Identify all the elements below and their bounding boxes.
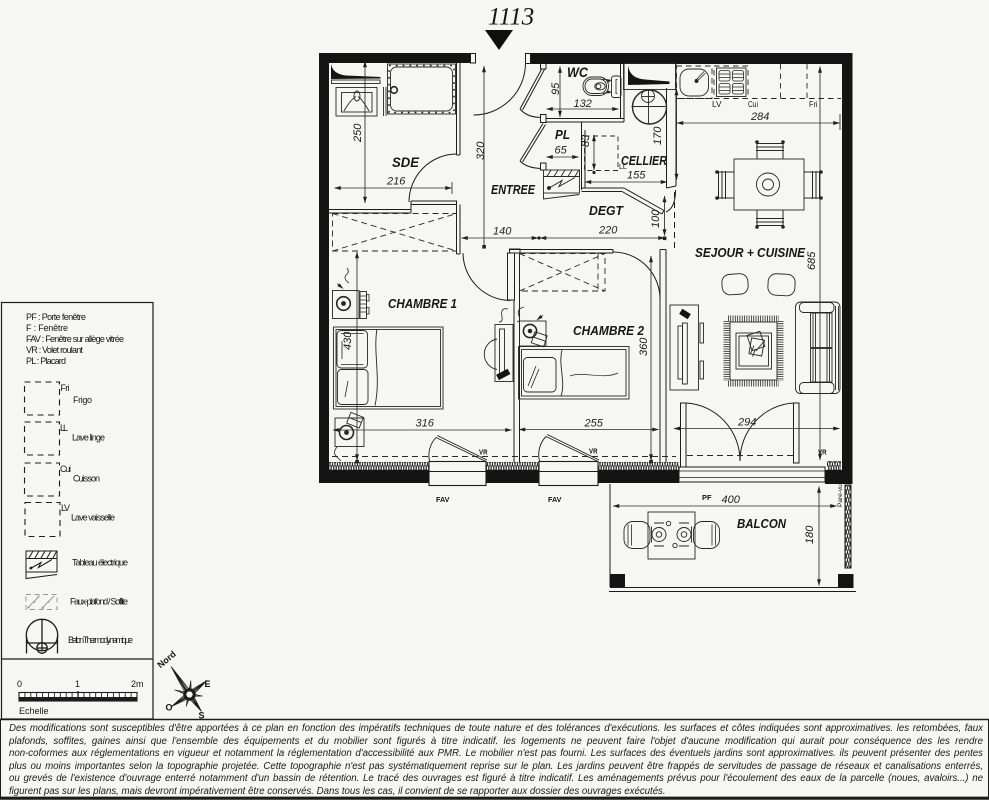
svg-text:FAV : Fenêtre sur allège vitré: FAV : Fenêtre sur allège vitrée [26, 334, 124, 344]
svg-text:220: 220 [598, 225, 618, 237]
svg-text:132: 132 [574, 98, 592, 110]
svg-text:VR: VR [589, 447, 598, 456]
svg-text:VR : Volet roulant: VR : Volet roulant [26, 345, 83, 355]
svg-text:Cui: Cui [748, 99, 758, 109]
svg-text:Lave vaisselle: Lave vaisselle [71, 513, 115, 523]
svg-text:E: E [205, 679, 211, 689]
svg-text:CHAMBRE 2: CHAMBRE 2 [573, 323, 645, 338]
svg-text:PL : Placard: PL : Placard [26, 356, 66, 366]
svg-text:VR: VR [818, 448, 827, 457]
svg-text:1: 1 [75, 679, 80, 689]
svg-text:Pare-vue: Pare-vue [837, 480, 844, 507]
svg-text:430: 430 [342, 331, 354, 350]
svg-text:SDE: SDE [392, 154, 420, 170]
svg-text:255: 255 [584, 418, 604, 430]
svg-text:CHAMBRE 1: CHAMBRE 1 [388, 296, 457, 311]
svg-text:1113: 1113 [488, 4, 534, 31]
svg-text:PF: PF [702, 493, 712, 502]
svg-text:FAV: FAV [548, 495, 562, 504]
svg-text:CELLIER: CELLIER [621, 153, 667, 168]
svg-text:Fri: Fri [61, 383, 70, 393]
svg-text:Faux-plafond / Soffite: Faux-plafond / Soffite [70, 597, 128, 607]
svg-text:Echelle: Echelle [19, 706, 49, 716]
svg-text:685: 685 [806, 251, 818, 270]
svg-text:140: 140 [493, 226, 512, 238]
svg-text:Frigo: Frigo [73, 395, 92, 405]
svg-text:Tableau électrique: Tableau électrique [72, 558, 128, 568]
svg-text:F : Fenêtre: F : Fenêtre [26, 323, 68, 333]
svg-text:250: 250 [352, 123, 364, 143]
svg-text:FAV: FAV [436, 495, 450, 504]
svg-text:Nord: Nord [155, 649, 178, 670]
svg-text:180: 180 [804, 525, 816, 544]
svg-text:Fri: Fri [809, 99, 818, 109]
svg-text:WC: WC [567, 64, 589, 80]
svg-text:LL: LL [60, 423, 68, 433]
svg-text:SEJOUR + CUISINE: SEJOUR + CUISINE [695, 245, 805, 260]
svg-text:2m: 2m [131, 679, 144, 689]
svg-text:LL: LL [619, 164, 627, 171]
svg-text:83: 83 [580, 134, 592, 147]
svg-text:320: 320 [475, 141, 487, 160]
svg-text:Cui: Cui [60, 464, 71, 474]
svg-text:316: 316 [416, 418, 435, 430]
svg-text:Lave linge: Lave linge [72, 433, 105, 443]
svg-text:S: S [199, 711, 205, 721]
svg-text:170: 170 [652, 126, 664, 145]
svg-text:PL: PL [555, 127, 570, 142]
svg-text:Ballon Thermodynamique: Ballon Thermodynamique [68, 635, 133, 645]
svg-text:284: 284 [750, 111, 769, 123]
svg-text:0: 0 [17, 679, 22, 689]
svg-text:DEGT: DEGT [589, 203, 624, 218]
svg-text:O: O [166, 703, 173, 713]
svg-text:294: 294 [737, 417, 756, 429]
svg-text:LV: LV [61, 503, 70, 513]
svg-text:400: 400 [722, 494, 741, 506]
svg-text:LV: LV [712, 99, 722, 109]
svg-text:Cuisson: Cuisson [73, 474, 100, 484]
svg-text:360: 360 [638, 337, 650, 356]
svg-text:100: 100 [650, 209, 662, 228]
svg-text:155: 155 [627, 170, 646, 182]
svg-text:65: 65 [555, 145, 568, 157]
svg-text:PF : Porte fenêtre: PF : Porte fenêtre [26, 312, 86, 322]
svg-text:VR: VR [479, 448, 488, 457]
svg-text:216: 216 [386, 176, 406, 188]
svg-text:ENTREE: ENTREE [491, 182, 535, 197]
svg-text:BALCON: BALCON [737, 516, 787, 531]
svg-text:95: 95 [550, 82, 562, 95]
